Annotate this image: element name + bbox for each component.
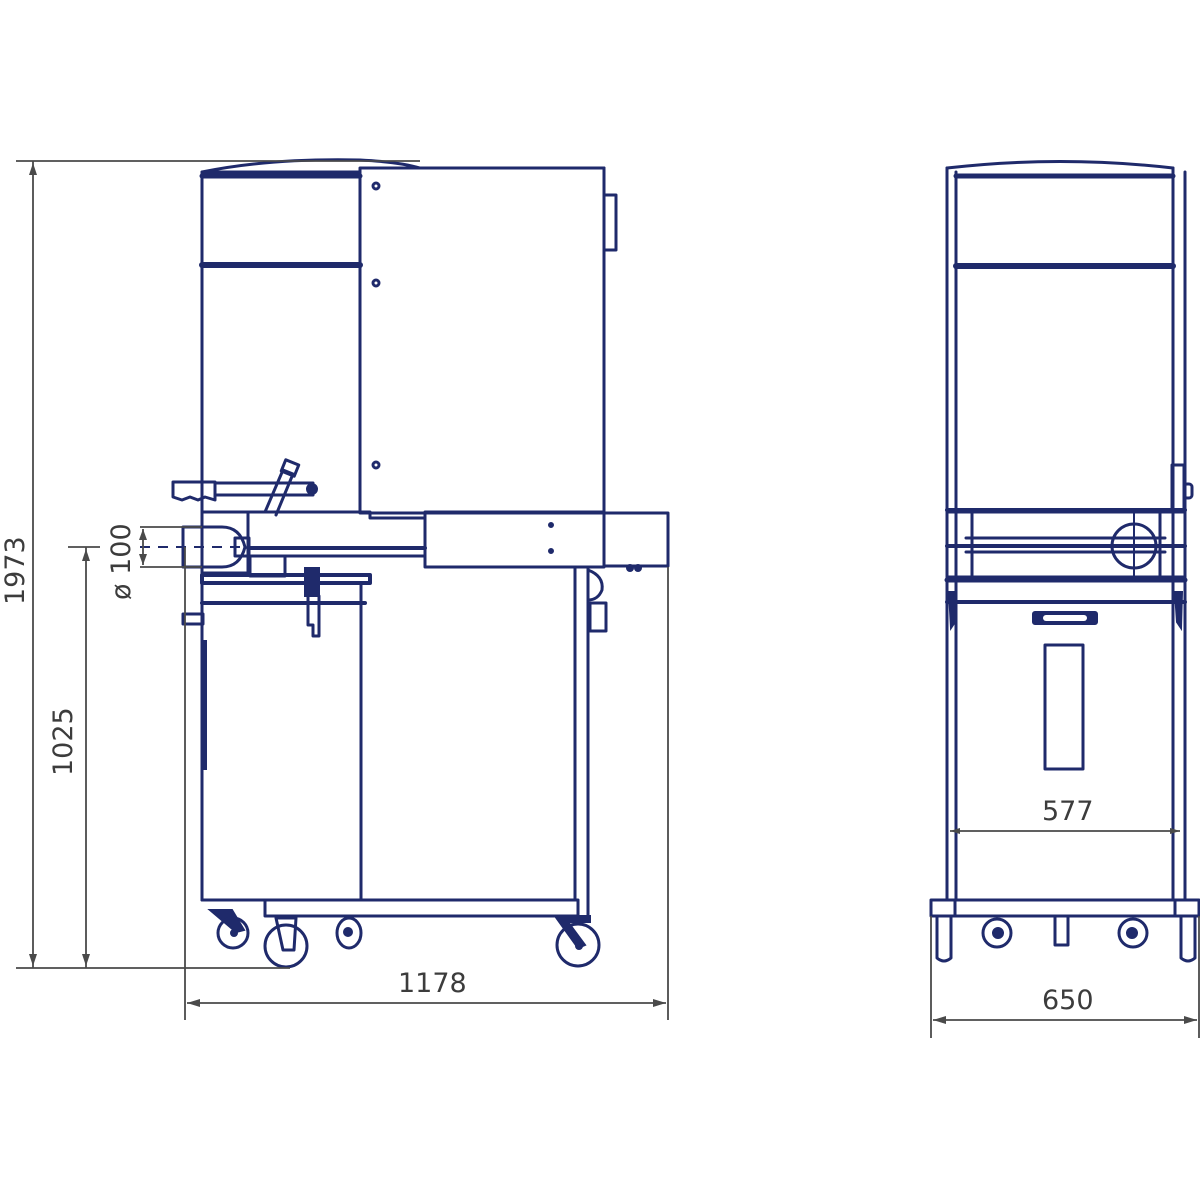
dimension-lines bbox=[16, 160, 1200, 1038]
front-view bbox=[929, 160, 1200, 963]
side-view bbox=[140, 158, 670, 969]
dimension-front-inner-width: 577 bbox=[1042, 796, 1094, 827]
dimension-side-length: 1178 bbox=[398, 968, 467, 999]
caster-wheel bbox=[553, 915, 601, 968]
dimension-overall-height: 1973 bbox=[0, 536, 31, 605]
caster-wheel bbox=[335, 916, 363, 950]
caster-wheel bbox=[207, 909, 250, 950]
dimension-front-outer-width: 650 bbox=[1042, 985, 1094, 1016]
dimension-inlet-height: 1025 bbox=[48, 707, 79, 776]
dimension-inlet-diameter: ø 100 bbox=[106, 523, 137, 600]
caster-wheel bbox=[263, 916, 309, 969]
